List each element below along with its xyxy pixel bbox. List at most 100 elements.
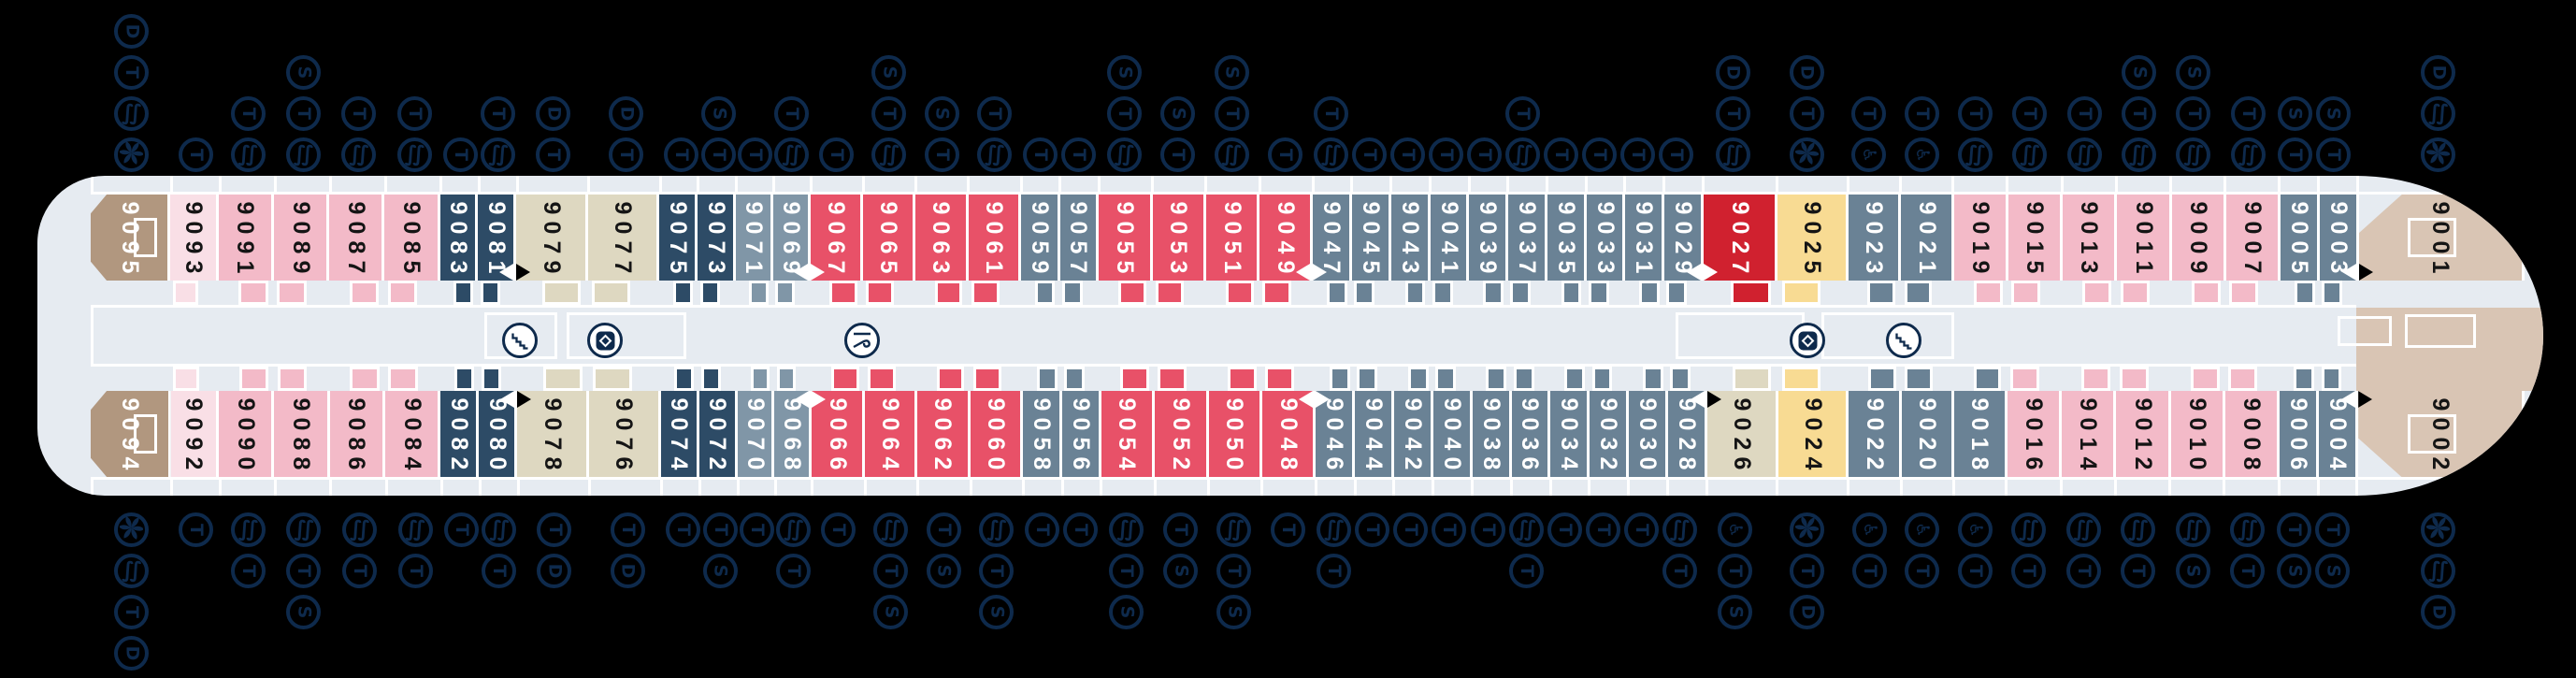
badge-jj-icon: ∬ (979, 512, 1015, 547)
balcony-cell (739, 477, 777, 496)
badge-t-icon: T (2176, 96, 2211, 131)
badge-d-icon: D (537, 554, 572, 588)
vestibule-outline (1973, 281, 2003, 305)
icon-stack-9046: ∬T (1315, 512, 1353, 677)
